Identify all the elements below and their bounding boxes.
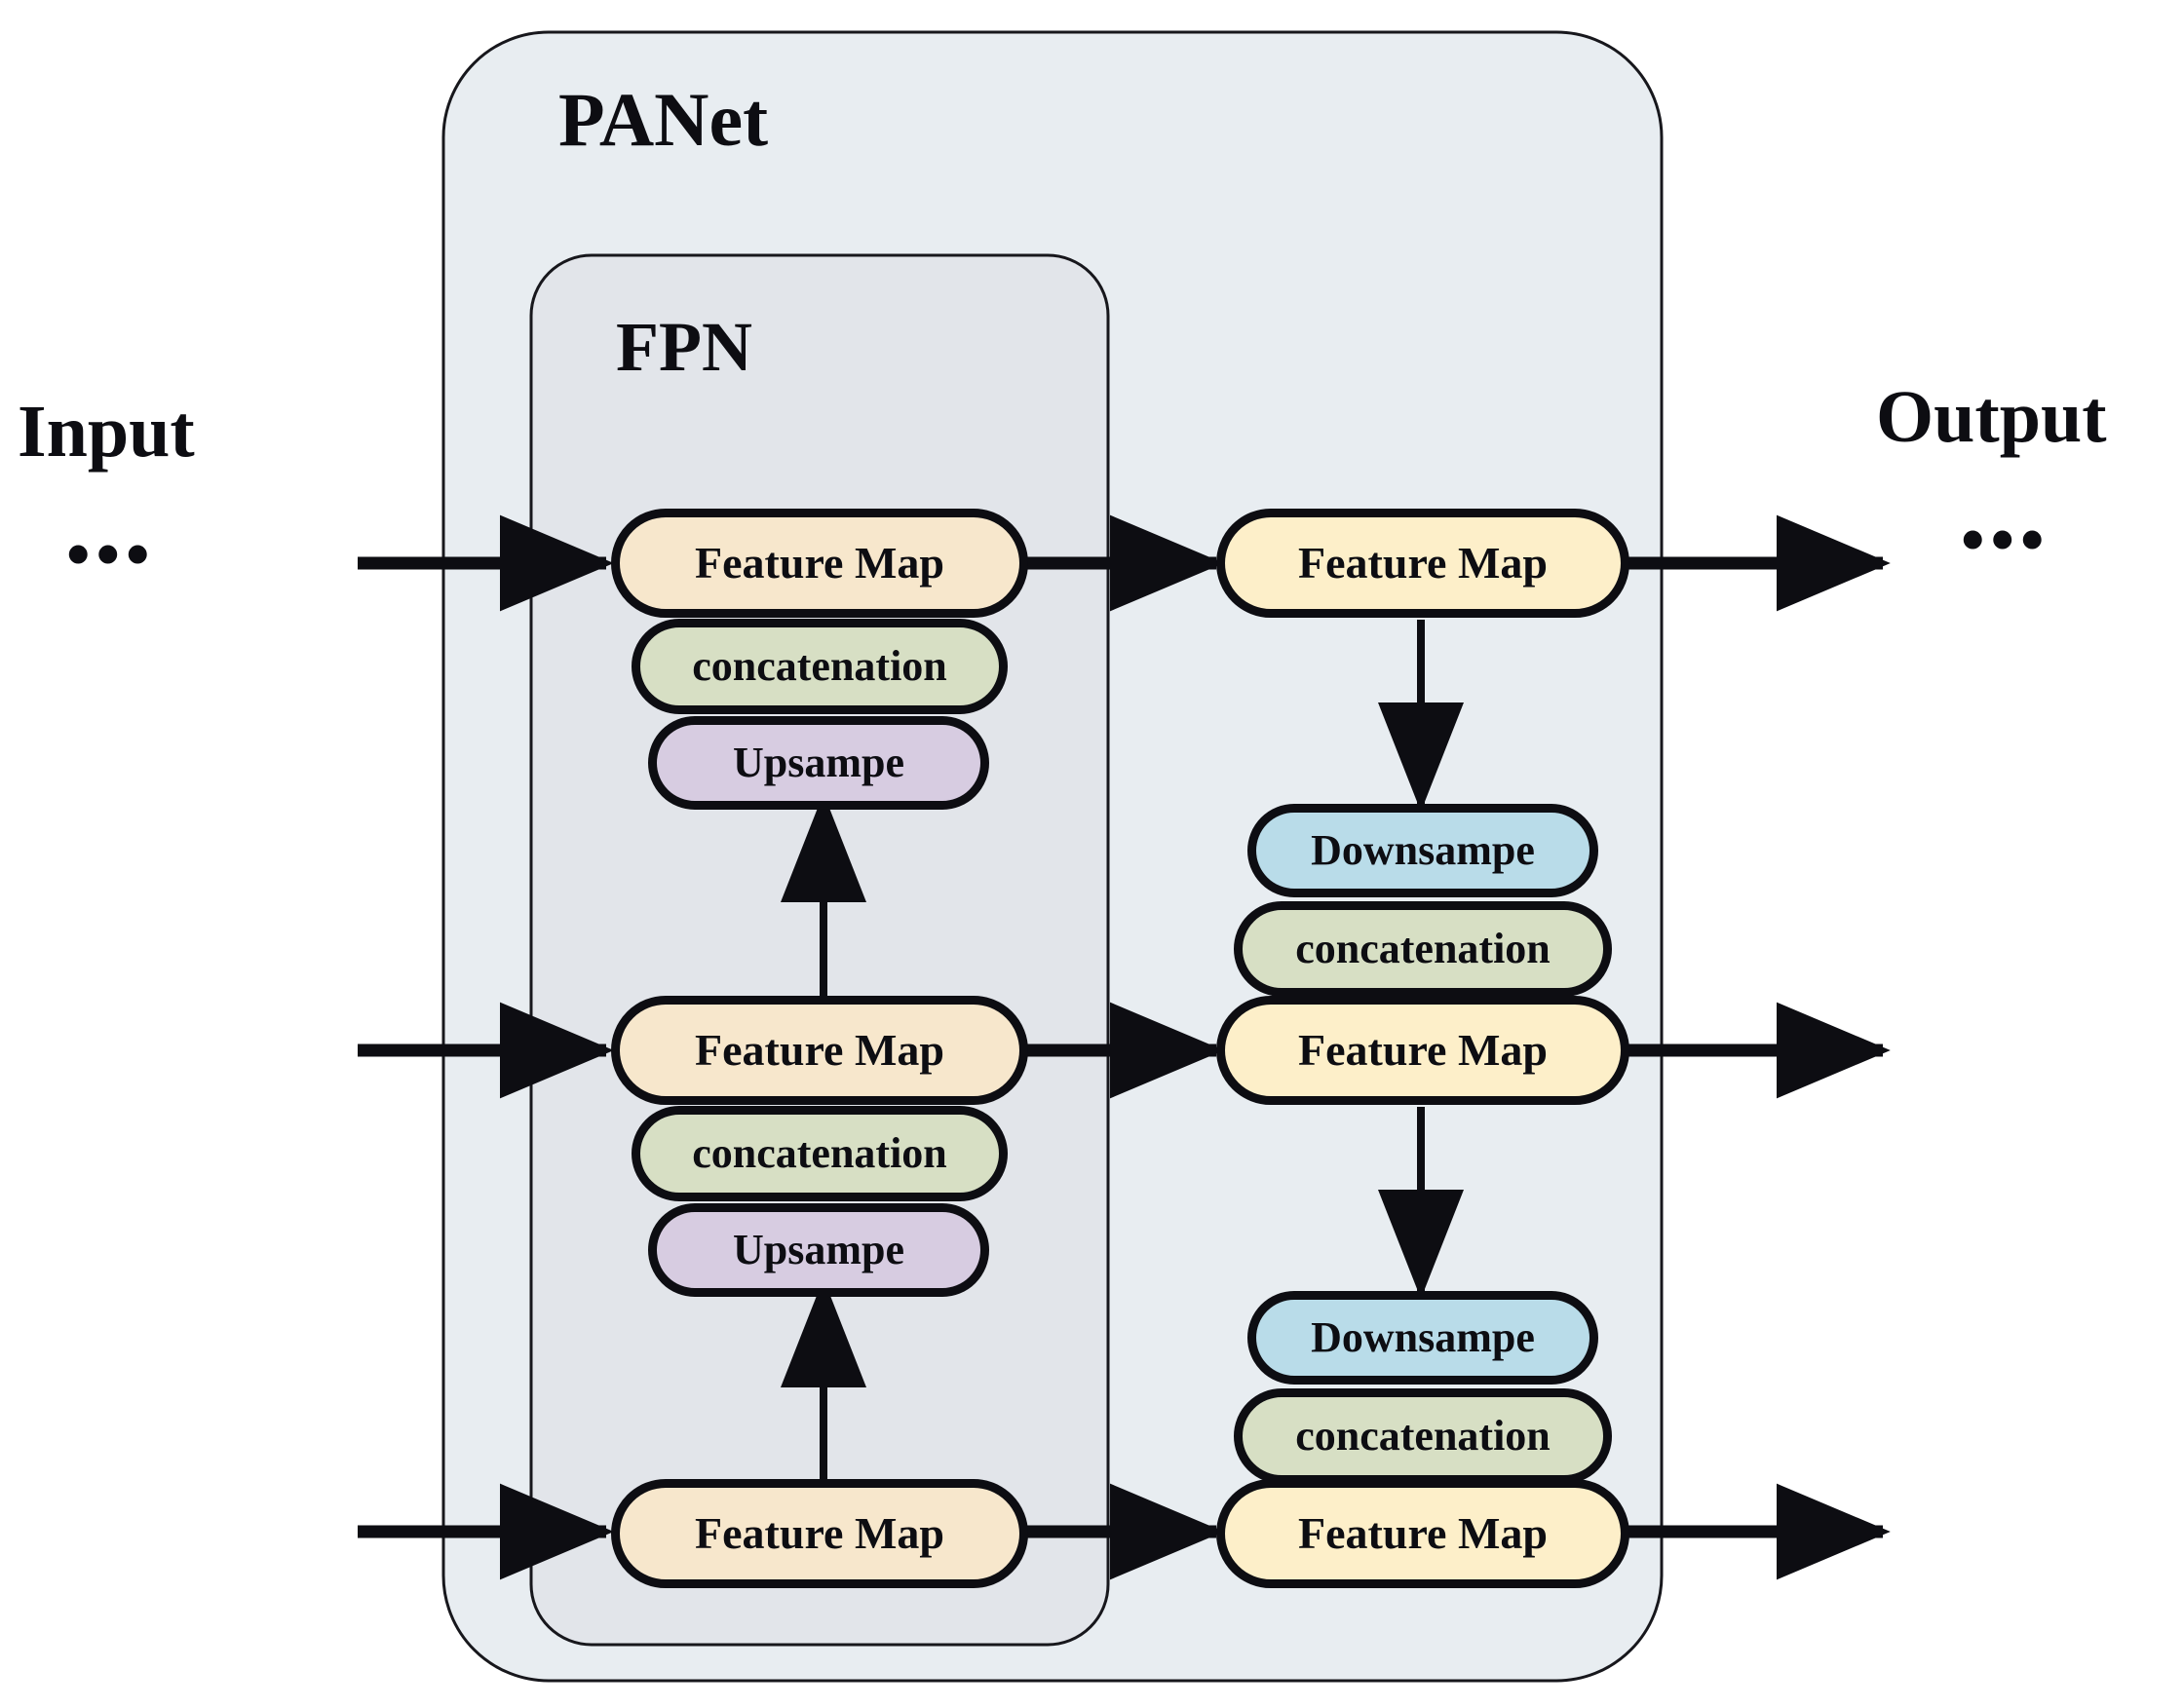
fpn-feature-map-level-1[interactable]: Feature Map — [611, 509, 1028, 618]
pan-concatenation-level-2[interactable]: concatenation — [1234, 901, 1612, 997]
fpn-upsample-level-1[interactable]: Upsampe — [648, 716, 989, 810]
pan-feature-map-level-3[interactable]: Feature Map — [1216, 1479, 1629, 1588]
pan-downsample-level-3[interactable]: Downsampe — [1247, 1291, 1598, 1385]
fpn-concatenation-level-1[interactable]: concatenation — [632, 619, 1008, 714]
input-ellipsis: ••• — [66, 517, 156, 592]
output-ellipsis: ••• — [1961, 503, 2050, 578]
fpn-concatenation-level-2[interactable]: concatenation — [632, 1106, 1008, 1201]
output-label: Output — [1876, 376, 2107, 458]
fpn-feature-map-level-2[interactable]: Feature Map — [611, 996, 1028, 1105]
pan-concatenation-level-3[interactable]: concatenation — [1234, 1388, 1612, 1484]
pan-downsample-level-2[interactable]: Downsampe — [1247, 804, 1598, 897]
fpn-title: FPN — [616, 308, 752, 386]
pan-feature-map-level-1[interactable]: Feature Map — [1216, 509, 1629, 618]
pan-feature-map-level-2[interactable]: Feature Map — [1216, 996, 1629, 1105]
input-label: Input — [18, 391, 195, 473]
fpn-upsample-level-2[interactable]: Upsampe — [648, 1203, 989, 1297]
panet-title: PANet — [558, 77, 769, 162]
fpn-feature-map-level-3[interactable]: Feature Map — [611, 1479, 1028, 1588]
